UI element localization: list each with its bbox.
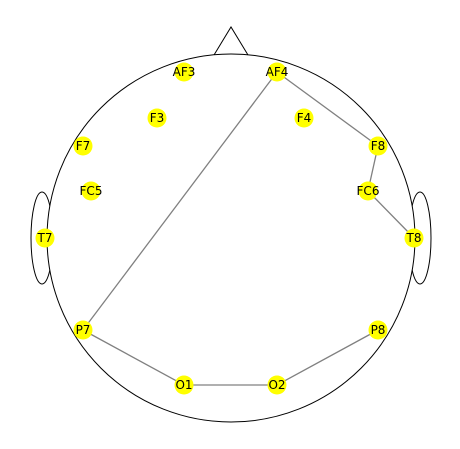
head-outline — [30, 26, 432, 423]
head-circle — [46, 53, 416, 423]
electrode-marker — [267, 375, 287, 395]
connection-fc6-t8 — [367, 190, 415, 239]
electrode-label: F8 — [371, 139, 386, 153]
electrode-f4: F4 — [294, 108, 314, 128]
electrode-label: O1 — [175, 378, 192, 392]
electrode-label: O2 — [268, 378, 285, 392]
electrode-marker — [368, 320, 388, 340]
electrode-t8: T8 — [404, 228, 424, 248]
electrode-marker — [358, 181, 378, 201]
electrode-label: FC5 — [80, 184, 103, 198]
electrode-marker — [81, 181, 101, 201]
electrode-o1: O1 — [174, 375, 194, 395]
electrode-label: P7 — [76, 323, 91, 337]
electrode-f8: F8 — [368, 136, 388, 156]
electrode-label: F3 — [150, 111, 165, 125]
electrode-marker — [404, 228, 424, 248]
electrode-marker — [294, 108, 314, 128]
electrode-af4: AF4 — [266, 62, 289, 82]
electrode-t7: T7 — [35, 228, 55, 248]
electrode-label: T8 — [406, 231, 422, 245]
electrode-p7: P7 — [73, 320, 93, 340]
connection-p7-o1 — [82, 329, 185, 386]
connection-o2-p8 — [276, 329, 379, 386]
electrode-fc5: FC5 — [80, 181, 103, 201]
electrode-label: AF4 — [266, 65, 289, 79]
electrode-o2: O2 — [267, 375, 287, 395]
electrode-marker — [174, 62, 194, 82]
electrode-fc6: FC6 — [357, 181, 380, 201]
electrode-label: T7 — [37, 231, 53, 245]
electrode-f7: F7 — [73, 136, 93, 156]
electrode-marker — [73, 320, 93, 340]
electrode-label: F4 — [297, 111, 312, 125]
electrode-label: F7 — [76, 139, 91, 153]
electrode-marker — [174, 375, 194, 395]
electrode-f3: F3 — [147, 108, 167, 128]
nose — [213, 26, 249, 56]
electrode-marker — [267, 62, 287, 82]
electrode-marker — [368, 136, 388, 156]
connection-af4-f8 — [276, 71, 379, 147]
electrode-label: P8 — [371, 323, 386, 337]
electrode-p8: P8 — [368, 320, 388, 340]
electrode-marker — [73, 136, 93, 156]
connection-af4-p7 — [82, 71, 278, 331]
electrode-marker — [35, 228, 55, 248]
electrode-label: AF3 — [173, 65, 196, 79]
electrode-marker — [147, 108, 167, 128]
electrode-af3: AF3 — [173, 62, 196, 82]
electrode-label: FC6 — [357, 184, 380, 198]
